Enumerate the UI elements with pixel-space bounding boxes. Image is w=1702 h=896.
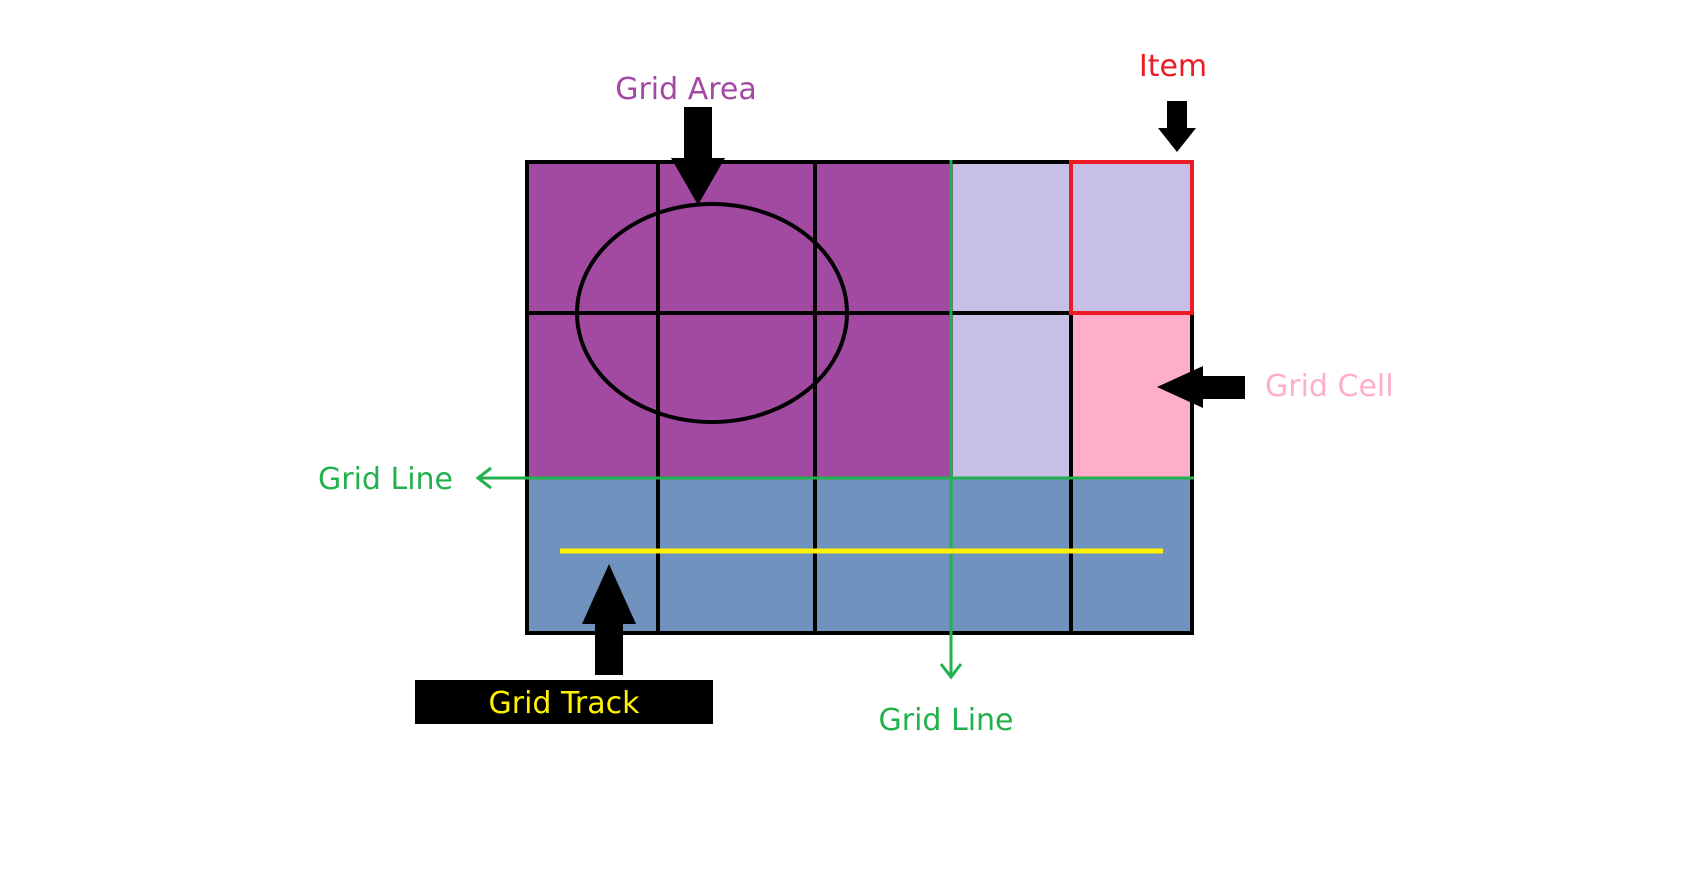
grid-track-label: Grid Track — [489, 686, 641, 721]
grid-track-label-box — [415, 680, 713, 724]
grid-line-bottom-label: Grid Line — [878, 703, 1013, 738]
grid-cell-r1-c4 — [953, 162, 1071, 313]
grid-cell-r3-c5 — [1071, 478, 1192, 633]
grid-cell-r1-c5 — [1071, 162, 1192, 313]
item-arrow-icon — [1158, 101, 1196, 152]
grid-cell-label: Grid Cell — [1265, 369, 1394, 404]
grid-area-ellipse — [575, 202, 849, 424]
item-highlight-border — [1069, 160, 1194, 315]
grid-track-arrow-icon — [582, 564, 636, 675]
grid-cell-r3-c2 — [658, 478, 815, 633]
grid-area-label: Grid Area — [615, 72, 757, 107]
item-label: Item — [1139, 49, 1207, 84]
grid-cell-r2-c4 — [953, 313, 1071, 478]
grid-cell-r1-c2 — [658, 162, 815, 313]
grid-cells — [527, 162, 1192, 633]
black-arrows — [582, 101, 1245, 675]
grid-cell-r3-c4 — [953, 478, 1071, 633]
grid-cell-r1-c3 — [815, 162, 953, 313]
grid-cell-r2-c3 — [815, 313, 953, 478]
grid-cell-r1-c1 — [527, 162, 658, 313]
grid-cell-r3-c3 — [815, 478, 953, 633]
grid-cell-arrow-icon — [1157, 366, 1245, 408]
grid-area-arrow-icon — [671, 107, 725, 205]
grid-cell-r2-c1 — [527, 313, 658, 478]
grid-line-left-label: Grid Line — [318, 462, 453, 497]
green-grid-lines — [475, 160, 1194, 680]
grid-cell-r2-c5 — [1071, 313, 1192, 478]
grid-cell-r2-c2 — [658, 313, 815, 478]
green-down-arrowhead — [939, 663, 963, 680]
green-left-arrowhead — [475, 466, 492, 490]
